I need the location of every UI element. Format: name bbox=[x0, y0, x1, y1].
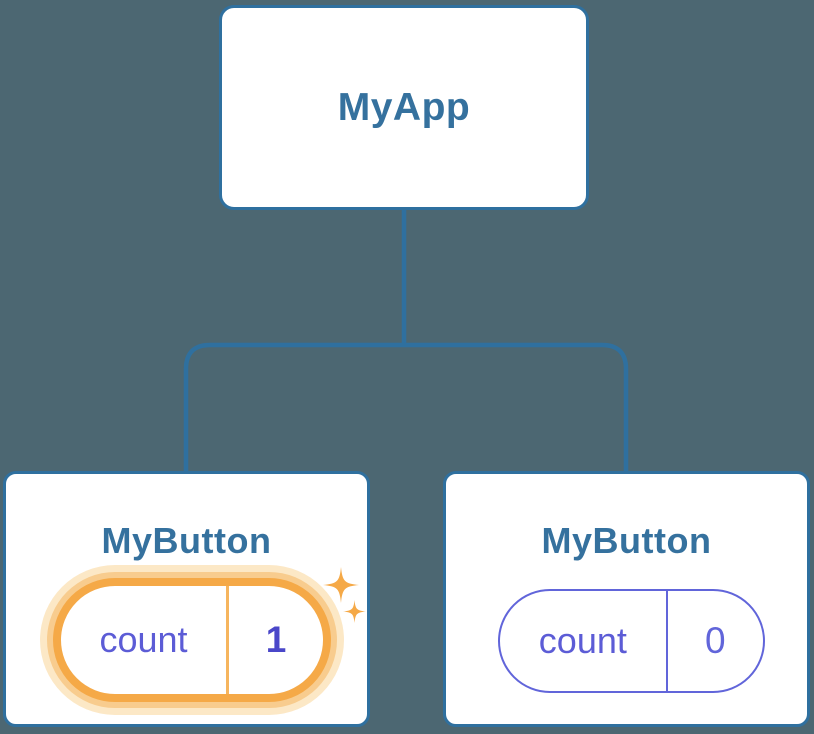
button-node-right: MyButton count 0 bbox=[443, 471, 810, 727]
button-node-left: MyButton count 1 bbox=[3, 471, 370, 727]
pill-divider bbox=[226, 586, 230, 694]
state-value: 1 bbox=[265, 619, 287, 660]
button-node-left-label: MyButton bbox=[101, 520, 272, 561]
button-node-right-label: MyButton bbox=[541, 520, 712, 561]
state-value: 0 bbox=[705, 620, 726, 661]
app-node-label: MyApp bbox=[337, 85, 471, 129]
state-pill-active: count 1 bbox=[53, 578, 331, 702]
app-node: MyApp bbox=[219, 5, 589, 210]
connector-branch bbox=[183, 342, 629, 473]
state-key-label: count bbox=[538, 620, 627, 661]
sparkles-icon bbox=[323, 567, 359, 603]
sparkle-icon-small bbox=[343, 600, 366, 623]
pill-divider bbox=[665, 591, 668, 691]
state-pill-idle: count 0 bbox=[498, 589, 765, 693]
state-key-label: count bbox=[99, 619, 188, 660]
